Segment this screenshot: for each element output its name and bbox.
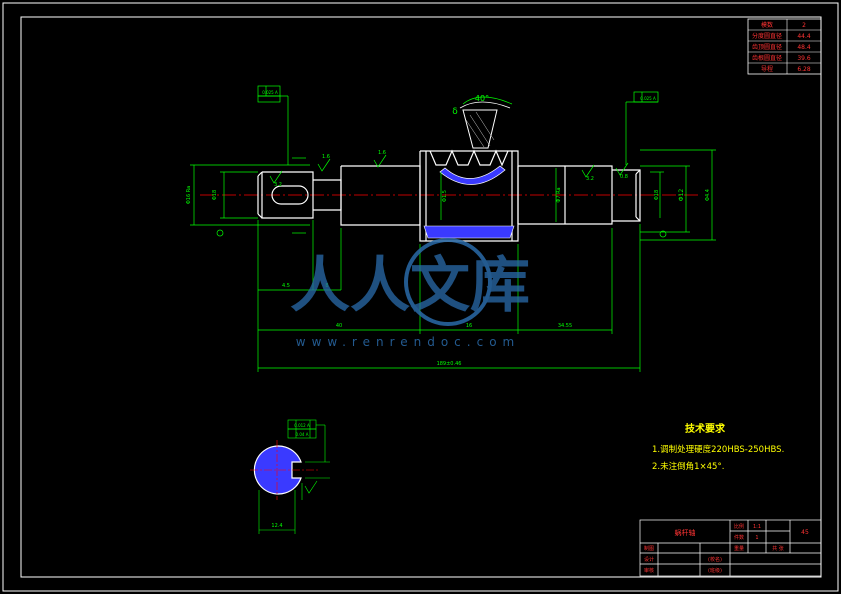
param-label-3: 齿根圆直径 — [752, 54, 782, 62]
dimension-lines — [190, 85, 716, 372]
rough-label-e: 3.2 — [274, 182, 282, 188]
tb-school: (校名) — [708, 556, 722, 563]
param-value-0: 2 — [802, 22, 806, 29]
dim-section-width: 12.4 — [271, 523, 282, 529]
dim-lead-symbol: δ — [452, 107, 458, 117]
technical-notes: 技术要求 1.调制处理硬度220HBS-250HBS. 2.未注倒角1×45°. — [652, 422, 784, 472]
rough-label-c: 3.2 — [586, 176, 594, 182]
tb-material: 45 — [801, 529, 809, 536]
tb-ratio-label: 比例 — [734, 523, 744, 530]
title-block-text: 蜗杆轴 比例 1:1 件数 1 45 重量 共 张 制图 设计 审核 (校名) … — [644, 523, 809, 574]
dim-total-len: 189±0.46 — [437, 361, 462, 367]
tb-part-name: 蜗杆轴 — [675, 528, 696, 537]
inner-frame — [20, 16, 822, 578]
dim-right-dia-a: Φ18 — [654, 190, 660, 200]
tb-weight-label: 重量 — [734, 545, 744, 552]
tb-ratio-value: 1:1 — [753, 524, 761, 530]
title-block — [639, 519, 822, 577]
notes-title: 技术要求 — [685, 422, 726, 435]
param-label-2: 齿顶圆直径 — [752, 43, 782, 51]
rough-label-a: 1.6 — [322, 154, 330, 160]
datum-circle-right — [659, 230, 667, 238]
gdt-section-top: 0.012 A — [294, 423, 310, 428]
param-label-0: 模数 — [761, 21, 773, 29]
param-value-1: 44.4 — [797, 33, 811, 40]
tb-checked: 审核 — [644, 567, 654, 574]
tb-qty-label: 件数 — [734, 534, 744, 541]
dim-thread-angle: 40° — [475, 94, 489, 103]
dimension-texts: 40° δ 4.5 8 40 16 34.55 189±0.46 Φ16 Ra … — [186, 90, 711, 367]
roughness-symbols — [269, 154, 629, 184]
dim-right-dia-c: Φ4.4 — [705, 189, 711, 201]
tb-class: (班级) — [708, 567, 722, 574]
param-label-4: 导程 — [761, 65, 773, 73]
dim-len-e: 34.55 — [558, 323, 572, 329]
gdt-right: 0.025 A — [640, 96, 656, 101]
tb-designed: 设计 — [644, 556, 654, 563]
watermark-cn: 人人文库 — [290, 251, 530, 321]
dim-left-dia: Φ16 Ra — [186, 186, 192, 204]
dim-len-d: 40 — [336, 323, 342, 329]
dim-len-b: 8 — [325, 283, 328, 289]
tb-sheet-label: 共 张 — [772, 545, 784, 552]
shaft-outline — [257, 150, 641, 242]
dim-worm-dia: Φ1.5 — [442, 190, 448, 202]
dim-mid-dia: Φ7 Ra — [556, 187, 562, 202]
datum-circle-left — [216, 229, 224, 237]
param-value-4: 6.28 — [797, 66, 811, 73]
dim-right-dia-b: Φ12 — [678, 189, 685, 202]
tb-qty-value: 1 — [755, 535, 758, 541]
dim-key-dia: Φ18 — [212, 190, 218, 200]
gdt-left: 0.025 A — [262, 90, 278, 95]
notes-item-1: 1.调制处理硬度220HBS-250HBS. — [652, 444, 784, 455]
worm-teeth — [423, 101, 515, 239]
rough-label-d: 0.8 — [620, 174, 628, 180]
dim-len-c: 16 — [466, 323, 472, 329]
tb-drawn: 制图 — [644, 545, 654, 552]
rough-label-b: 1.6 — [378, 150, 386, 156]
dim-len-a: 4.5 — [282, 283, 290, 289]
param-value-3: 39.6 — [797, 55, 811, 62]
notes-item-2: 2.未注倒角1×45°. — [652, 461, 724, 472]
param-label-1: 分度圆直径 — [752, 32, 782, 40]
section-view: 0.012 A 0.04 A 12.4 — [250, 419, 330, 534]
watermark-url: www.renrendoc.com — [296, 335, 520, 349]
watermark: 人人文库 www.renrendoc.com — [290, 238, 530, 349]
param-table: 模数 2 分度圆直径 44.4 齿顶圆直径 48.4 齿根圆直径 39.6 导程… — [747, 18, 822, 75]
param-value-2: 48.4 — [797, 44, 811, 51]
gdt-section-bottom: 0.04 A — [296, 432, 309, 437]
